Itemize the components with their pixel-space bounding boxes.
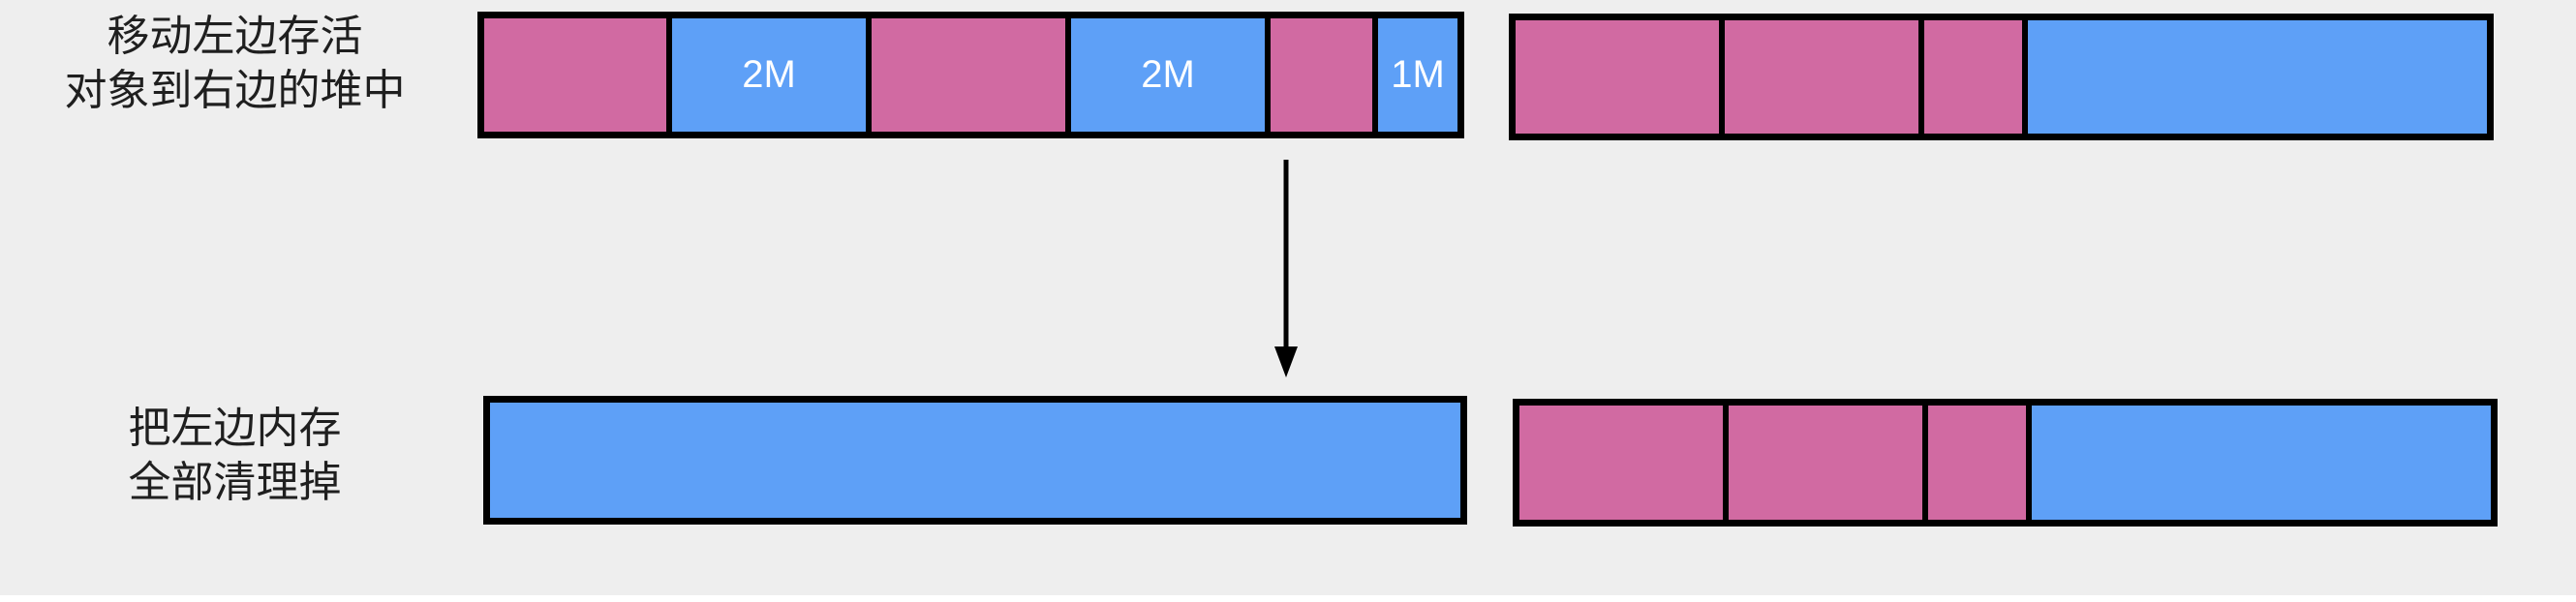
heap-block-live xyxy=(1265,18,1372,132)
heap-block-live xyxy=(1922,406,2026,520)
heap-block-live xyxy=(484,18,666,132)
heap-block-free: 1M xyxy=(1372,18,1457,132)
step2-label: 把左边内存 全部清理掉 xyxy=(77,402,392,510)
heap-block-live xyxy=(1918,20,2022,134)
step1-label-line1: 移动左边存活 xyxy=(107,12,363,61)
heap-block-free: 2M xyxy=(1065,18,1265,132)
heap-block-free: 2M xyxy=(666,18,866,132)
heap-block-live xyxy=(1519,406,1723,520)
heap-block-live xyxy=(866,18,1065,132)
heap-block-live xyxy=(1723,406,1922,520)
step2-left-heap xyxy=(483,396,1467,525)
step1-right-heap xyxy=(1509,14,2494,140)
arrow-head xyxy=(1274,346,1298,377)
heap-block-free xyxy=(490,403,1460,518)
heap-block-live xyxy=(1516,20,1719,134)
block-size-label: 2M xyxy=(742,53,796,96)
heap-block-free xyxy=(2026,406,2491,520)
heap-block-live xyxy=(1719,20,1918,134)
heap-block-free xyxy=(2022,20,2487,134)
step1-left-heap: 2M 2M 1M xyxy=(477,12,1464,138)
step1-label-line2: 对象到右边的堆中 xyxy=(64,66,406,115)
step2-label-line2: 全部清理掉 xyxy=(128,458,342,507)
step1-label: 移动左边存活 对象到右边的堆中 xyxy=(29,10,441,118)
step2-right-heap xyxy=(1513,399,2498,527)
block-size-label: 2M xyxy=(1141,53,1195,96)
block-size-label: 1M xyxy=(1391,53,1445,96)
step2-label-line1: 把左边内存 xyxy=(128,404,342,453)
